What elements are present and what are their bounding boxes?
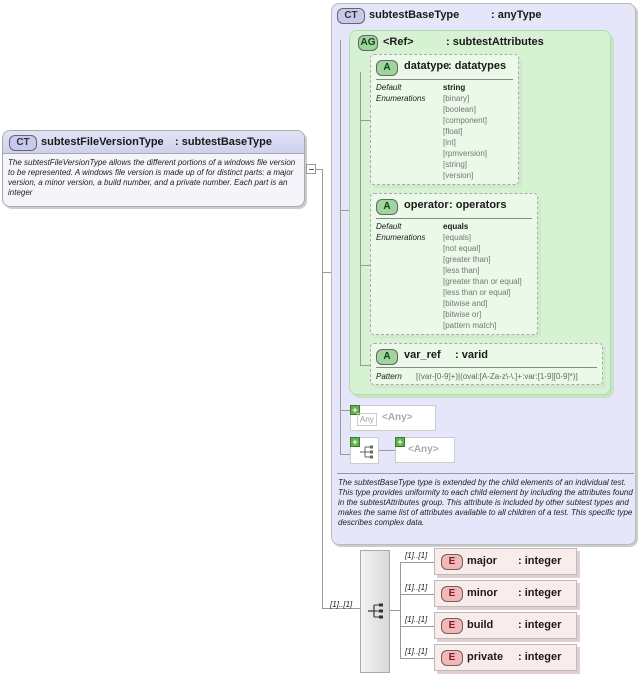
attribute-tag: A <box>376 60 398 76</box>
base-type-documentation: The subtestBaseType type is extended by … <box>338 478 633 527</box>
enum-value: [binary] <box>443 94 470 103</box>
element-cardinality: [1]..[1] <box>405 583 428 592</box>
enum-value: [rpmversion] <box>443 149 488 158</box>
attribute-operator[interactable]: A operator : operators Default Enumerati… <box>370 193 538 335</box>
pattern-label: Pattern <box>376 372 402 381</box>
element-cardinality: [1]..[1] <box>405 551 428 560</box>
element-type: : integer <box>518 587 562 599</box>
sequence-compositor[interactable] <box>360 550 390 673</box>
any-element-compositor[interactable]: + <box>350 437 379 464</box>
element-minor[interactable]: E minor : integer <box>434 580 577 607</box>
attribute-var-ref[interactable]: A var_ref : varid Pattern [(var-[0-9]+)|… <box>370 343 603 385</box>
enum-value: [bitwise or] <box>443 310 482 319</box>
element-name: major <box>467 555 497 567</box>
any-element-label: <Any> <box>408 444 439 455</box>
enum-list: [equals] [not equal] [greater than] [les… <box>443 232 522 331</box>
enum-value: [float] <box>443 127 463 136</box>
any-element[interactable]: + <Any> <box>395 437 455 463</box>
any-attribute-label: <Any> <box>382 412 413 423</box>
enum-value: [int] <box>443 138 456 147</box>
attribute-name: operator <box>404 199 449 211</box>
expand-plus-icon[interactable]: + <box>395 437 405 447</box>
pattern-value: [(var-[0-9]+)|(oval:[A-Za-z\-\.]+:var:[1… <box>416 372 578 381</box>
base-type-base: : anyType <box>491 9 542 21</box>
enumerations-label: Enumerations <box>376 233 426 242</box>
element-cardinality: [1]..[1] <box>405 615 428 624</box>
base-type-name: subtestBaseType <box>369 9 460 21</box>
element-name: build <box>467 619 494 631</box>
root-type-documentation: The subtestFileVersionType allows the di… <box>8 158 296 197</box>
enum-value: [greater than or equal] <box>443 277 522 286</box>
enum-value: [bitwise and] <box>443 299 488 308</box>
complex-type-tag: CT <box>337 8 365 24</box>
attribute-tag: A <box>376 199 398 215</box>
any-attribute[interactable]: + Any <Any> <box>350 405 436 431</box>
element-tag: E <box>441 618 463 634</box>
attribute-name: var_ref <box>404 349 441 361</box>
enum-value: [equals] <box>443 233 472 242</box>
enum-value: [string] <box>443 160 468 169</box>
attribute-group-ref: <Ref> <box>383 36 414 48</box>
enum-value: [pattern match] <box>443 321 497 330</box>
element-type: : integer <box>518 651 562 663</box>
element-cardinality: [1]..[1] <box>405 647 428 656</box>
default-label: Default <box>376 222 402 231</box>
root-type-base: : subtestBaseType <box>175 136 272 148</box>
enumerations-label: Enumerations <box>376 94 426 103</box>
collapse-toggle-icon[interactable] <box>306 164 316 174</box>
element-type: : integer <box>518 619 562 631</box>
expand-plus-icon[interactable]: + <box>350 437 360 447</box>
enum-value: [not equal] <box>443 244 481 253</box>
attribute-type: : datatypes <box>448 60 507 72</box>
default-label: Default <box>376 83 402 92</box>
attribute-name: datatype <box>404 60 450 72</box>
element-build[interactable]: E build : integer <box>434 612 577 639</box>
enum-value: [less than] <box>443 266 480 275</box>
sequence-cardinality: [1]..[1] <box>330 600 353 609</box>
element-type: : integer <box>518 555 562 567</box>
enum-list: [binary] [boolean] [component] [float] [… <box>443 93 487 181</box>
enum-value: [version] <box>443 171 474 180</box>
attribute-group-tag: AG <box>358 35 378 51</box>
attribute-type: : operators <box>449 199 507 211</box>
element-name: minor <box>467 587 498 599</box>
enum-value: [boolean] <box>443 105 476 114</box>
default-value: string <box>443 83 466 92</box>
sequence-icon <box>368 603 383 619</box>
attribute-datatype[interactable]: A datatype : datatypes Default Enumerati… <box>370 54 519 185</box>
complex-type-tag: CT <box>9 135 37 151</box>
element-name: private <box>467 651 504 663</box>
expand-plus-icon[interactable]: + <box>350 405 360 415</box>
enum-value: [less than or equal] <box>443 288 511 297</box>
attribute-tag: A <box>376 349 398 365</box>
root-type-name: subtestFileVersionType <box>41 136 164 148</box>
element-major[interactable]: E major : integer <box>434 548 577 575</box>
attribute-type: : varid <box>455 349 489 361</box>
choice-icon <box>360 445 373 459</box>
root-type-box[interactable]: CT subtestFileVersionType : subtestBaseT… <box>2 130 305 207</box>
element-tag: E <box>441 586 463 602</box>
element-tag: E <box>441 650 463 666</box>
element-private[interactable]: E private : integer <box>434 644 577 671</box>
enum-value: [component] <box>443 116 488 125</box>
enum-value: [greater than] <box>443 255 491 264</box>
attribute-group-name: : subtestAttributes <box>446 36 544 48</box>
default-value: equals <box>443 222 469 231</box>
any-attribute-icon: Any <box>357 413 377 426</box>
element-tag: E <box>441 554 463 570</box>
